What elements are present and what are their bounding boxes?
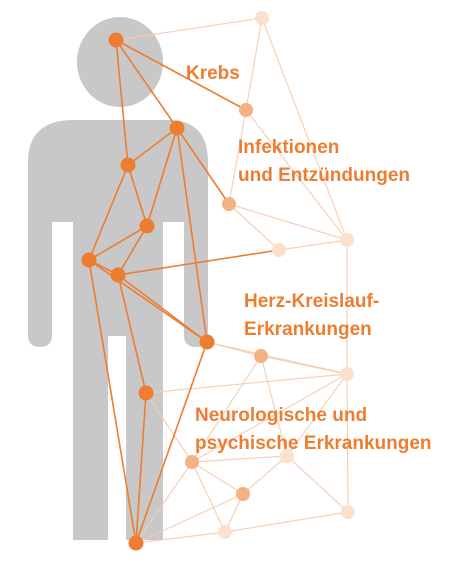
link-head-mKrebs xyxy=(115,39,247,111)
network-node-head xyxy=(108,32,124,48)
faint-link-foot-mNeuroL xyxy=(135,461,193,544)
network-node-hipR xyxy=(110,267,126,283)
link-neck-mInf xyxy=(176,127,230,205)
label-herz-kreislauf: Herz-Kreislauf- Erkrankungen xyxy=(244,288,379,344)
faint-link-lR3-lR4 xyxy=(286,373,348,457)
network-connections xyxy=(88,17,349,544)
label-herz-line-2: Erkrankungen xyxy=(244,319,372,340)
label-infektionen-line-1: Infektionen xyxy=(238,137,340,158)
faint-link-knee-mNeuroL xyxy=(145,392,193,463)
network-node-lB xyxy=(218,525,232,539)
faint-link-lR4-lR5 xyxy=(286,455,349,513)
link-neck-abd xyxy=(146,127,178,227)
network-node-hand xyxy=(199,334,215,350)
label-krebs-line: Krebs xyxy=(186,63,240,84)
link-chest-abd xyxy=(127,164,148,227)
network-node-hipL xyxy=(81,252,97,268)
label-neurologische: Neurologische und psychische Erkrankunge… xyxy=(195,402,432,458)
faint-link-knee-lR3 xyxy=(145,373,348,394)
silhouette-head xyxy=(77,17,163,107)
faint-link-foot-mNeuroR xyxy=(135,493,244,544)
network-node-lR5 xyxy=(341,505,355,519)
network-node-chest xyxy=(120,157,136,173)
faint-link-mHerz-lR3 xyxy=(260,355,348,375)
faint-link-mNeuroR-lB xyxy=(224,493,244,533)
human-silhouette xyxy=(28,17,208,540)
network-node-lR4 xyxy=(280,449,294,463)
network-node-foot xyxy=(128,535,144,551)
link-knee-foot xyxy=(135,392,147,544)
link-chest-hipL xyxy=(88,164,129,261)
faint-link-mKrebs-lR1 xyxy=(245,109,348,241)
link-hipR-knee xyxy=(117,274,147,394)
faint-link-lTop-mKrebs xyxy=(245,17,263,111)
network-node-lR2 xyxy=(272,243,286,257)
faint-link-mHerz-lR4 xyxy=(260,355,288,457)
network-node-mHerz xyxy=(254,349,268,363)
faint-link-lTop-lR1 xyxy=(261,17,348,241)
network-node-knee xyxy=(138,385,154,401)
faint-link-head-lTop xyxy=(115,17,263,41)
network-node-neck xyxy=(169,120,185,136)
link-head-chest xyxy=(115,39,129,166)
link-hipL-hand xyxy=(88,259,208,343)
faint-link-mNeuroL-lB xyxy=(191,461,226,533)
faint-link-lR5-lB xyxy=(224,511,349,533)
faint-link-mKrebs-mInf xyxy=(228,109,247,205)
link-abd-hipR xyxy=(117,225,148,276)
label-krebs: Krebs xyxy=(186,60,240,88)
faint-link-mNeuroL-lR4 xyxy=(191,455,288,463)
faint-link-mNeuroR-lR4 xyxy=(242,455,288,495)
label-infektionen-line-2: und Entzündungen xyxy=(238,165,411,186)
label-neuro-line-1: Neurologische und xyxy=(195,405,368,426)
faint-link-mHerz-mNeuroL xyxy=(191,355,262,463)
link-hipL-foot xyxy=(88,259,137,544)
faint-link-lR3-lR5 xyxy=(346,373,349,513)
link-hipR-lR2 xyxy=(117,249,280,276)
faint-link-mInf-lR1 xyxy=(228,203,348,241)
faint-link-mNeuroL-mNeuroR xyxy=(191,461,244,495)
network-node-lR1 xyxy=(340,233,354,247)
link-neck-chest xyxy=(127,127,178,166)
network-node-mNeuroL xyxy=(185,455,199,469)
faint-link-lR3-mNeuroL xyxy=(191,373,348,463)
label-herz-line-1: Herz-Kreislauf- xyxy=(244,291,380,312)
link-abd-hipL xyxy=(88,225,148,261)
network-node-mInf xyxy=(222,197,236,211)
network-node-abd xyxy=(139,218,155,234)
silhouette-body xyxy=(28,120,208,540)
link-neck-hand xyxy=(176,127,208,343)
network-nodes xyxy=(81,11,355,551)
faint-link-mInf-lR2 xyxy=(228,203,280,251)
label-infektionen: Infektionen und Entzündungen xyxy=(238,134,410,190)
link-hipR-hand xyxy=(117,274,208,343)
link-hand-foot xyxy=(135,341,208,544)
link-head-neck xyxy=(115,39,178,129)
network-node-lTop xyxy=(255,11,269,25)
network-node-mKrebs xyxy=(239,103,253,117)
label-neuro-line-2: psychische Erkrankungen xyxy=(195,433,432,454)
network-node-lR3 xyxy=(340,367,354,381)
faint-link-foot-lB xyxy=(135,531,226,544)
faint-link-lR2-lR1 xyxy=(278,239,348,251)
network-node-mNeuroR xyxy=(236,487,250,501)
